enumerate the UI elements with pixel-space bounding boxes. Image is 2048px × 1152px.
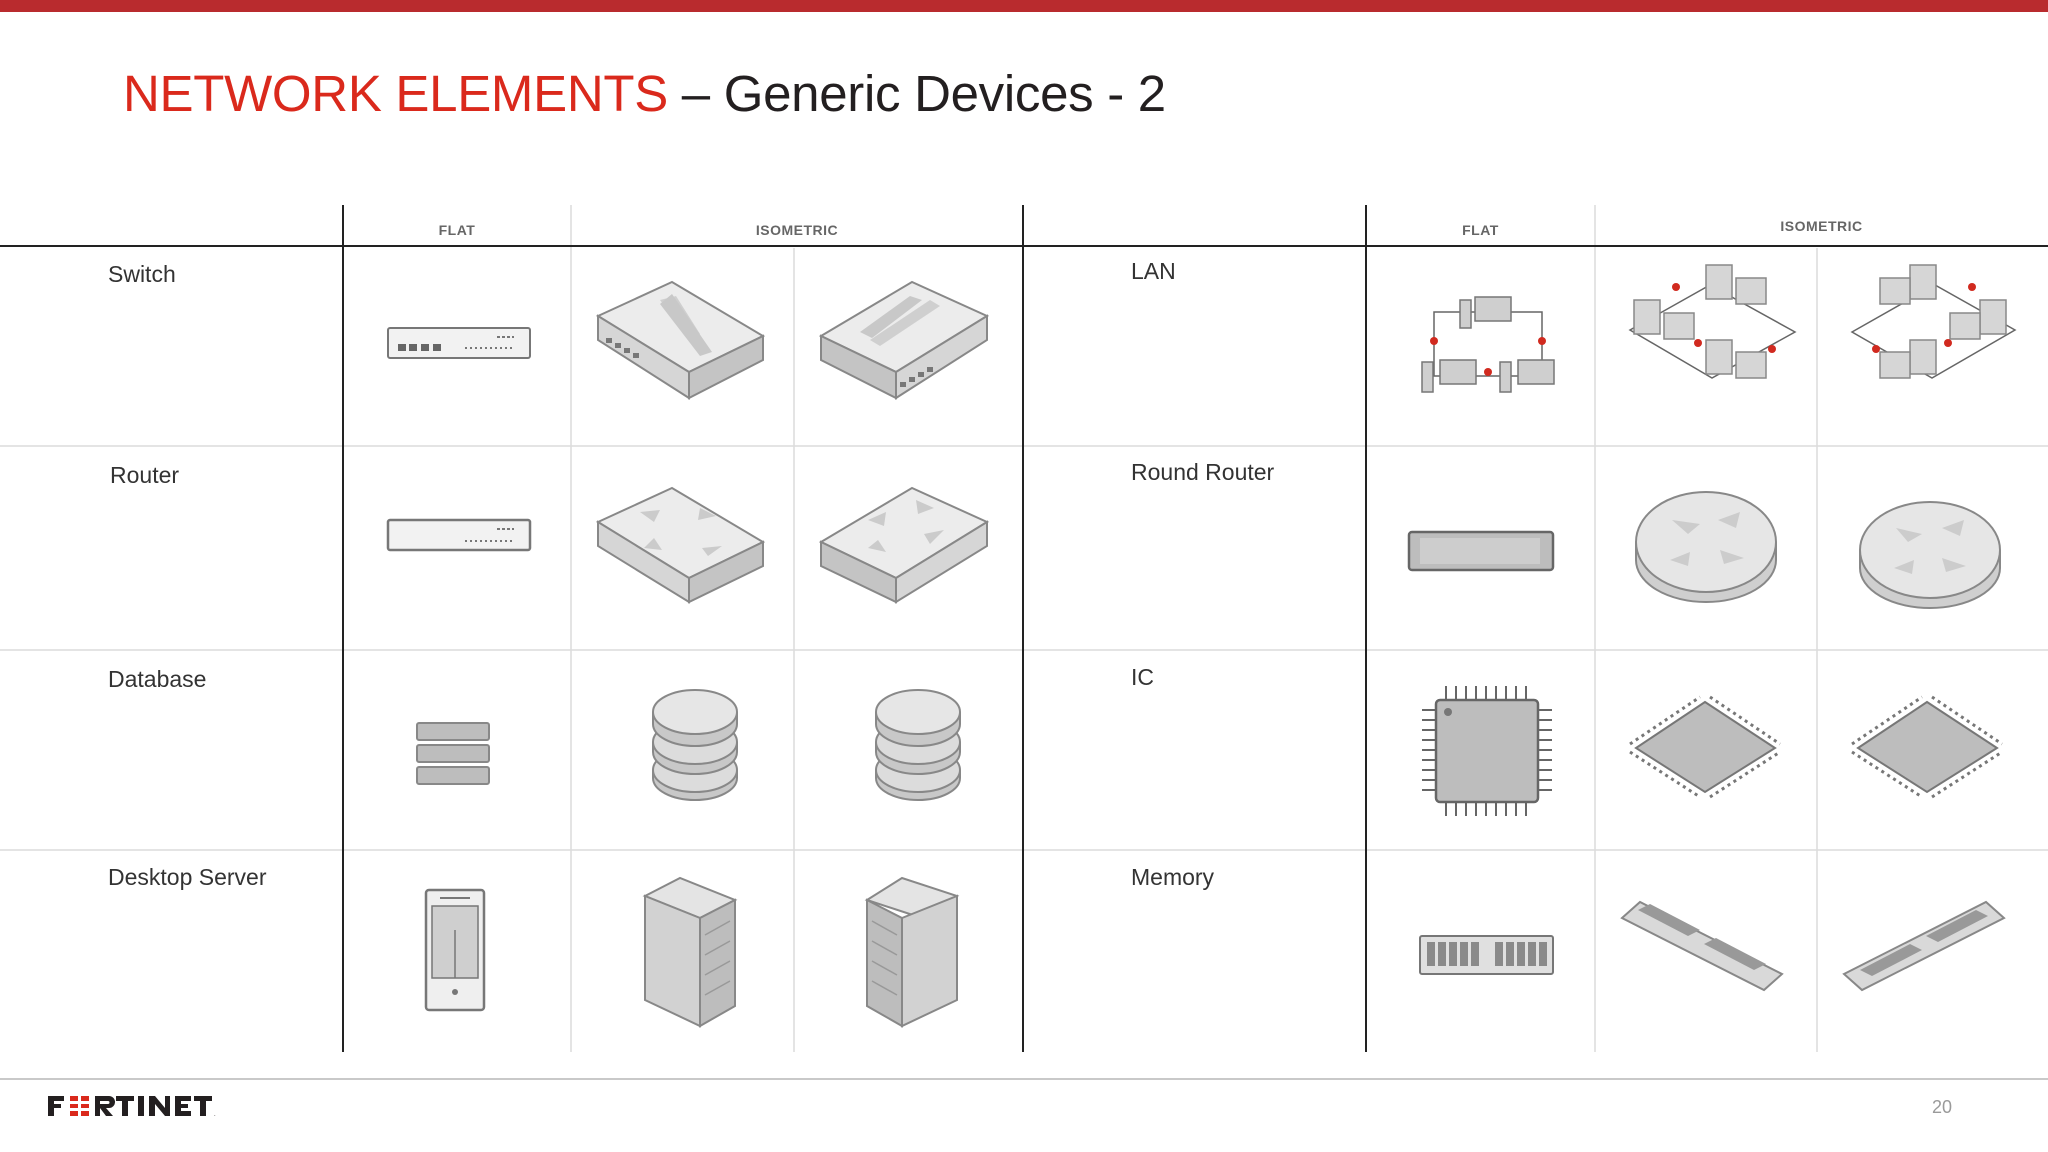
memory-isometric-icon [1620,900,1784,992]
title-rest: – Generic Devices - 2 [667,65,1166,122]
lan-isometric-icon [1628,264,1797,379]
desktop-server-isometric-icon [642,876,738,1028]
database-isometric-icon [652,689,738,801]
row-label-router: Router [110,462,180,488]
database-flat-icon [416,722,490,785]
top-accent-bar [0,0,2048,12]
router-isometric-icon [595,486,766,604]
page-number: 20 [1931,1097,1952,1117]
round-router-flat-icon [1407,530,1555,572]
database-isometric-alt-icon [875,689,961,801]
footer-divider [0,1078,2048,1080]
lan-isometric-alt-icon [1850,264,2017,379]
router-flat-icon [386,518,532,552]
row-label-ic: IC [1131,664,1154,690]
desktop-server-isometric-alt-icon [864,876,960,1028]
router-isometric-alt-icon [818,486,990,604]
round-router-isometric-alt-icon [1859,501,2001,609]
memory-isometric-alt-icon [1842,900,2006,992]
header-right-flat: FLAT [1462,222,1499,238]
row-label-desktop-server: Desktop Server [108,864,267,890]
ic-flat-icon [1422,686,1552,816]
switch-flat-icon [387,327,531,359]
row-label-memory: Memory [1131,864,1215,890]
switch-isometric-icon [595,280,766,400]
row-label-database: Database [108,666,207,692]
round-router-isometric-icon [1635,491,1777,603]
header-right-isometric: ISOMETRIC [1780,218,1863,234]
row-label-round-router: Round Router [1131,459,1275,485]
title-accent: NETWORK ELEMENTS [123,65,668,122]
header-left-isometric: ISOMETRIC [755,222,839,238]
row-label-switch: Switch [108,261,176,287]
memory-flat-icon [1419,935,1554,975]
fortinet-logo: . [48,1096,216,1118]
desktop-server-flat-icon [424,888,486,1012]
ic-isometric-alt-icon [1851,695,2003,799]
lan-flat-icon [1421,296,1555,393]
slide-title: NETWORK ELEMENTS – Generic Devices - 2 [123,62,1166,126]
row-label-lan: LAN [1131,258,1176,284]
svg-text:.: . [214,1112,216,1118]
ic-isometric-icon [1629,695,1781,799]
header-left-flat: FLAT [438,222,476,238]
switch-isometric-alt-icon [818,280,990,400]
